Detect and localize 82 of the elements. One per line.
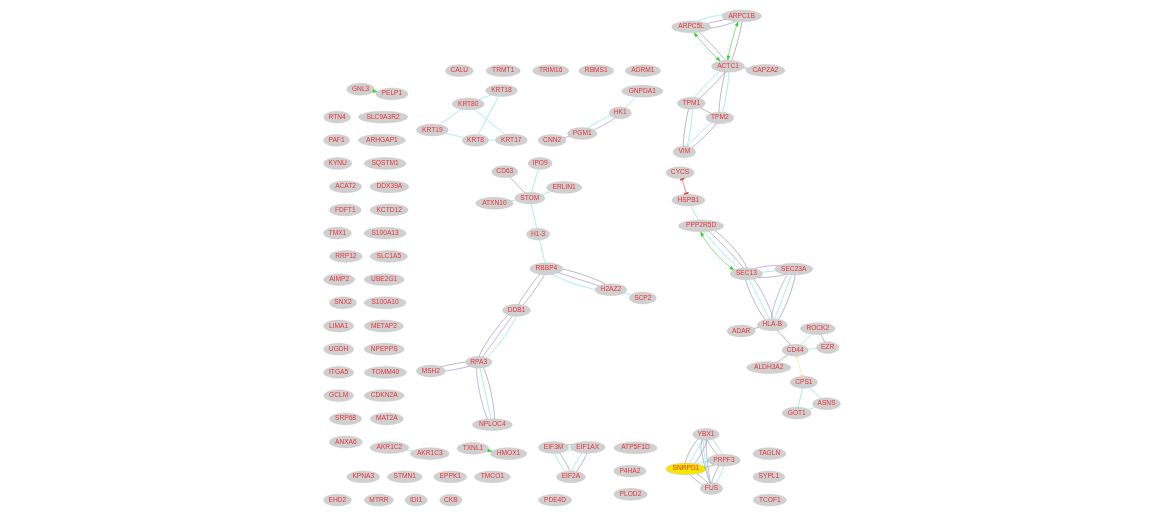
connector <box>705 440 711 483</box>
connector <box>551 274 595 290</box>
connector <box>406 449 413 452</box>
connector <box>487 139 496 141</box>
connector <box>522 274 545 306</box>
connector <box>479 367 491 420</box>
connector <box>696 473 708 484</box>
connector <box>753 327 759 329</box>
connector <box>770 274 788 320</box>
connector <box>758 274 786 278</box>
connector <box>510 199 516 202</box>
connector <box>509 177 525 193</box>
connector <box>691 123 717 148</box>
connector <box>776 354 788 363</box>
connector <box>478 94 491 100</box>
connector <box>530 203 537 229</box>
connector <box>558 452 570 472</box>
connector <box>721 71 729 113</box>
connector <box>438 108 461 126</box>
connector <box>688 474 703 486</box>
connector <box>690 205 699 221</box>
connector <box>571 452 582 472</box>
connector <box>538 239 545 264</box>
connector <box>807 348 817 350</box>
connector <box>444 132 464 138</box>
connector <box>679 178 689 195</box>
connector <box>586 115 611 129</box>
connector <box>624 96 637 108</box>
connector <box>718 71 725 113</box>
connector <box>706 19 726 24</box>
connector <box>593 117 615 131</box>
connector <box>710 465 719 483</box>
connector <box>473 109 505 135</box>
connector <box>761 270 776 273</box>
connector <box>808 387 821 399</box>
connector <box>575 452 587 472</box>
connector <box>711 439 723 455</box>
connector <box>623 292 631 296</box>
connector <box>440 361 466 368</box>
connector <box>553 453 565 472</box>
connector <box>698 32 725 61</box>
connector <box>714 230 747 269</box>
connector <box>688 439 703 464</box>
connector <box>698 71 725 99</box>
connector <box>562 268 606 285</box>
connector <box>540 191 551 195</box>
connector <box>682 108 689 147</box>
connector <box>776 330 790 345</box>
connector <box>684 438 698 464</box>
connector <box>475 367 488 420</box>
connector <box>566 449 573 451</box>
connector <box>517 273 540 305</box>
arrow <box>726 21 738 61</box>
connector <box>715 465 724 484</box>
connector <box>743 67 748 69</box>
connector <box>777 274 795 320</box>
connector <box>794 355 804 377</box>
connector <box>753 265 779 269</box>
connector <box>557 272 599 287</box>
connector <box>696 14 722 22</box>
connector <box>709 21 735 29</box>
connector <box>773 274 792 320</box>
connector <box>797 387 803 408</box>
connector <box>563 136 570 138</box>
connector <box>807 406 816 410</box>
connector <box>695 460 708 465</box>
connector <box>744 279 765 320</box>
connector <box>530 169 539 193</box>
connector <box>699 107 711 114</box>
connector <box>686 108 693 147</box>
connector <box>686 122 712 147</box>
connector <box>477 96 499 135</box>
connector <box>693 71 720 98</box>
connector <box>566 444 573 445</box>
connector <box>482 367 495 419</box>
connector <box>706 439 717 456</box>
connector <box>730 21 742 61</box>
arrow <box>693 32 720 62</box>
connector <box>820 334 825 343</box>
connector <box>693 440 707 464</box>
connector <box>799 333 812 346</box>
connector <box>444 366 469 372</box>
